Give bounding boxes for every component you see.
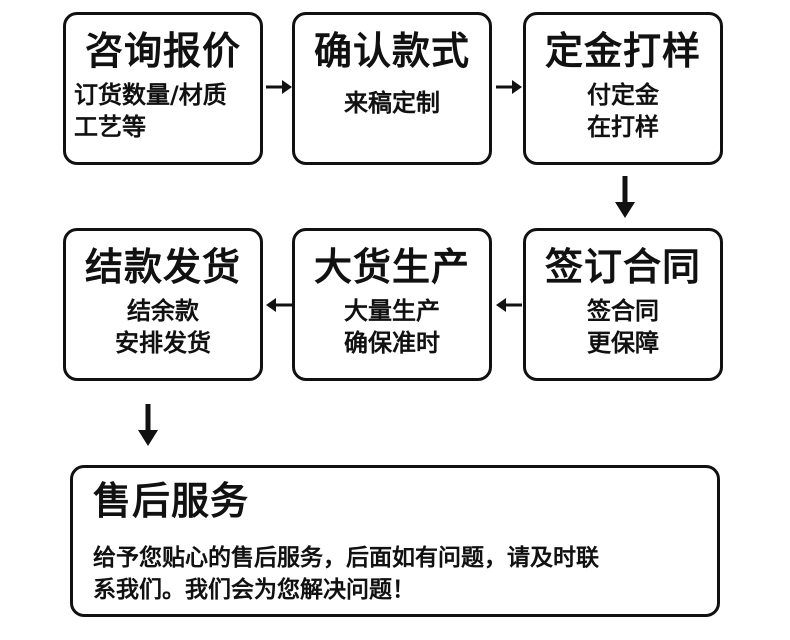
service-title: 售后服务 xyxy=(93,479,250,523)
service-description-line: 系我们。我们会为您解决问题！ xyxy=(93,577,415,603)
step-title: 大货生产 xyxy=(313,245,470,289)
service-description: 给予您贴心的售后服务，后面如有问题，请及时联 系我们。我们会为您解决问题！ xyxy=(93,542,693,606)
step-box-mass-production: 大货生产 大量生产 确保准时 xyxy=(292,228,492,381)
arrow-right-icon xyxy=(496,78,522,96)
step-description-line: 安排发货 xyxy=(115,329,211,357)
step-description: 结余款 安排发货 xyxy=(66,295,260,359)
arrow-down-icon xyxy=(136,404,160,446)
step-description-line: 更保障 xyxy=(587,329,659,357)
step-description-line: 订货数量/材质 xyxy=(74,81,227,109)
step-description-line: 确保准时 xyxy=(344,329,440,357)
step-description: 付定金 在打样 xyxy=(526,79,720,143)
step-description-line: 付定金 xyxy=(587,81,659,109)
step-description-line: 签合同 xyxy=(587,297,659,325)
step-description-line: 在打样 xyxy=(587,113,659,141)
step-box-sign-contract: 签订合同 签合同 更保障 xyxy=(523,228,723,381)
step-title: 定金打样 xyxy=(544,29,701,73)
step-description: 来稿定制 xyxy=(295,87,489,119)
arrow-left-icon xyxy=(266,296,292,314)
step-title: 签订合同 xyxy=(544,245,701,289)
step-box-payment-delivery: 结款发货 结余款 安排发货 xyxy=(63,228,263,381)
step-description: 签合同 更保障 xyxy=(526,295,720,359)
arrow-left-icon xyxy=(496,296,522,314)
step-description-line: 工艺等 xyxy=(74,113,146,141)
step-title: 咨询报价 xyxy=(84,29,241,73)
arrow-down-icon xyxy=(613,176,637,218)
step-description-line: 大量生产 xyxy=(344,297,440,325)
after-sales-service-box: 售后服务 给予您贴心的售后服务，后面如有问题，请及时联 系我们。我们会为您解决问… xyxy=(70,465,720,617)
step-description: 大量生产 确保准时 xyxy=(295,295,489,359)
step-title: 结款发货 xyxy=(84,245,241,289)
step-box-inquiry-quote: 咨询报价 订货数量/材质 工艺等 xyxy=(63,12,263,165)
arrow-right-icon xyxy=(266,78,292,96)
step-title: 确认款式 xyxy=(313,29,470,73)
step-description-line: 结余款 xyxy=(127,297,199,325)
step-description: 订货数量/材质 工艺等 xyxy=(66,79,260,143)
service-description-line: 给予您贴心的售后服务，后面如有问题，请及时联 xyxy=(93,545,599,571)
step-box-deposit-sample: 定金打样 付定金 在打样 xyxy=(523,12,723,165)
step-box-confirm-style: 确认款式 来稿定制 xyxy=(292,12,492,165)
step-description-line: 来稿定制 xyxy=(344,89,440,117)
